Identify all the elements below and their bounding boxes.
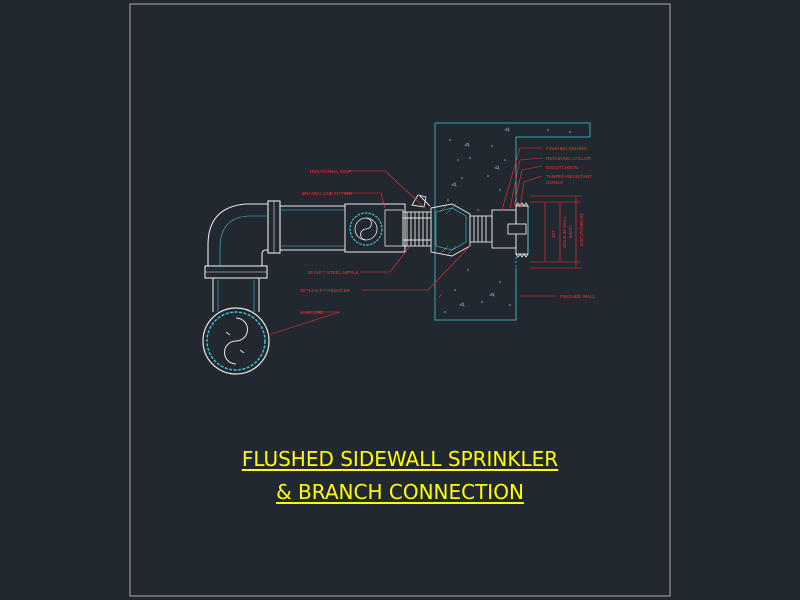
label-escutcheon-dim: ESCUTCHEON (579, 214, 584, 246)
annotation-labels: HEXAGONAL BOLT BRANCH LINE FITTING 25 N.… (300, 146, 595, 315)
branch-line-fitting (344, 203, 406, 253)
label-steel-nipple: 25 N.P.T STEEL NIPPLE (308, 270, 359, 275)
label-escutcheon-dim-value: 64mm (568, 225, 573, 238)
wall-section (434, 122, 591, 321)
drawing-title-line-1: FLUSHED SIDEWALL SPRINKLER (241, 447, 559, 471)
label-tamper-resistant-2: SCREW (546, 180, 564, 185)
concrete-hatch-marks (451, 127, 510, 307)
sheet-frame (129, 3, 671, 597)
label-tamper-resistant-1: TAMPER-RESISTANT (546, 174, 592, 179)
label-retaining-collar: RETAINING COLLOR (546, 156, 592, 161)
dimension-lines (530, 195, 582, 269)
label-main-line: MAIN LINE (300, 310, 323, 315)
label-hole-in-wall-value: 457 (551, 230, 556, 238)
riser-and-elbow (204, 200, 281, 312)
branch-pipe (280, 205, 345, 251)
concrete-hatch (444, 129, 571, 313)
label-hole-in-wall: HOLE IN WALL (562, 216, 567, 248)
label-finished-wall: FINISHED WALL (560, 294, 595, 299)
label-branch-line-fitting: BRANCH LINE FITTING (302, 191, 352, 196)
label-hexagonal-bolt: HEXAGONAL BOLT (310, 169, 352, 174)
sprinkler-assembly (402, 194, 529, 258)
main-line-pipe (202, 307, 270, 375)
label-escutcheon: ESCUTCHEON (546, 165, 578, 170)
leader-lines (267, 147, 556, 336)
drawing-title-line-2: & BRANCH CONNECTION (276, 480, 524, 504)
label-finished-ceiling: FINISHED CEILING (546, 146, 588, 151)
label-reducer: 25"*13 N.P.T REDUCER (300, 288, 351, 293)
